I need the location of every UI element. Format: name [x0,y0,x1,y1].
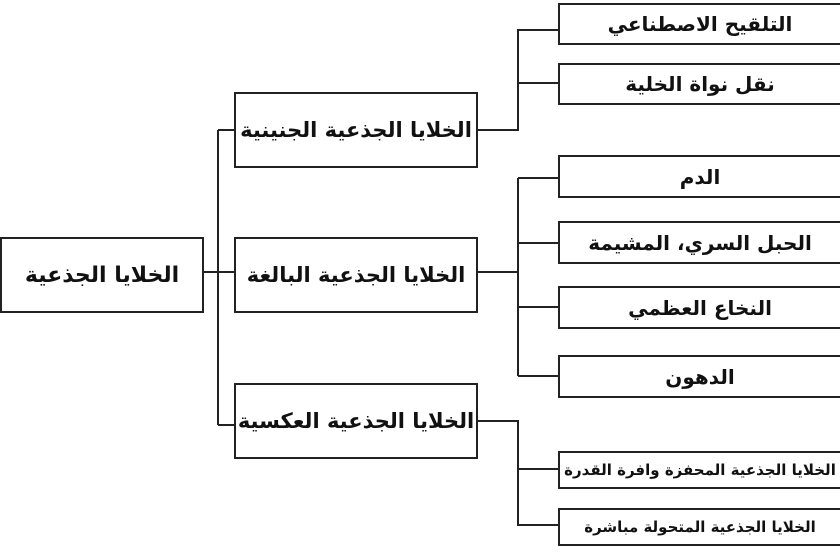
root-label: الخلايا الجذعية [24,262,180,288]
leaf-label: الخلايا الجذعية المحفزة وافرة القدرة [564,461,836,479]
root-node: الخلايا الجذعية [0,237,204,313]
leaf-node-bone-marrow: النخاع العظمي [558,286,840,329]
leaf-node-fat: الدهون [558,355,840,398]
leaf-label: الخلايا الجذعية المتحولة مباشرة [584,518,816,536]
leaf-node-blood: الدم [558,155,840,198]
leaf-node-umbilical-placenta: الحبل السري، المشيمة [558,221,840,264]
category-node-adult: الخلايا الجذعية البالغة [234,237,478,313]
leaf-label: الدهون [665,364,735,389]
leaf-label: التلقيح الاصطناعي [607,12,793,36]
leaf-label: نقل نواة الخلية [625,72,775,96]
category-node-embryonic: الخلايا الجذعية الجنينية [234,92,478,168]
leaf-node-direct-conversion: الخلايا الجذعية المتحولة مباشرة [558,508,840,546]
leaf-node-ivf: التلقيح الاصطناعي [558,3,840,45]
leaf-label: الحبل السري، المشيمة [588,230,812,255]
category-node-reverse: الخلايا الجذعية العكسية [234,383,478,459]
category-label: الخلايا الجذعية العكسية [237,409,475,433]
category-label: الخلايا الجذعية البالغة [246,263,466,287]
leaf-label: الدم [679,164,721,189]
category-label: الخلايا الجذعية الجنينية [240,118,472,142]
leaf-node-induced-pluripotent: الخلايا الجذعية المحفزة وافرة القدرة [558,451,840,489]
leaf-node-nuclear-transfer: نقل نواة الخلية [558,63,840,105]
leaf-label: النخاع العظمي [628,295,772,320]
